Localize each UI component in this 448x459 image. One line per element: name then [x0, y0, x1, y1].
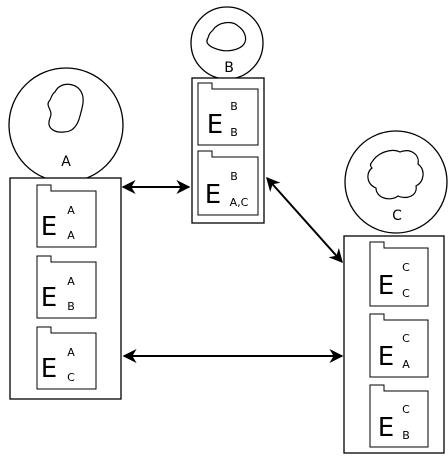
- node-a-label: A: [61, 154, 71, 170]
- store-superscript: C: [402, 261, 410, 274]
- store-letter: E: [378, 271, 394, 301]
- node-a: A E A A E A B E A C: [8, 67, 124, 400]
- store-letter: E: [378, 413, 394, 443]
- store-superscript: A: [67, 204, 75, 217]
- store-superscript: A: [67, 275, 75, 288]
- node-c-region-shape: [367, 149, 424, 200]
- store-subscript: C: [67, 371, 75, 384]
- store-subscript: B: [402, 429, 410, 442]
- store-folder-icon: [36, 184, 97, 248]
- store-folder-icon: [197, 82, 259, 146]
- store-subscript: B: [230, 126, 238, 139]
- store-folder-icon: [36, 255, 97, 319]
- node-b-label: B: [224, 60, 234, 76]
- store-letter: E: [378, 342, 394, 372]
- store-folder-icon: [369, 241, 429, 307]
- store-letter: E: [207, 110, 223, 140]
- store-superscript: B: [230, 100, 238, 113]
- store-letter: E: [41, 283, 57, 313]
- node-a-region-shape: [47, 83, 84, 133]
- store-subscript: B: [67, 300, 75, 313]
- store-folder-icon: [369, 313, 429, 378]
- store-folder-icon: [369, 384, 429, 448]
- store-letter: E: [41, 354, 57, 384]
- store-a-3: E A C: [36, 326, 97, 390]
- store-subscript: A,C: [230, 196, 249, 209]
- store-c-1: E C C: [369, 241, 429, 307]
- store-letter: E: [41, 212, 57, 242]
- store-a-2: E A B: [36, 255, 97, 319]
- store-superscript: C: [402, 332, 410, 345]
- store-c-3: E C B: [369, 384, 429, 448]
- node-b: B E B B E B A,C: [190, 6, 265, 224]
- store-b-2: E B A,C: [197, 150, 259, 216]
- store-c-2: E C A: [369, 313, 429, 378]
- store-superscript: C: [402, 403, 410, 416]
- store-a-1: E A A: [36, 184, 97, 248]
- store-superscript: A: [67, 346, 75, 359]
- connection-b-c-arrow: [266, 176, 343, 264]
- node-c: C E C C E C A E C B: [343, 130, 448, 454]
- store-b-1: E B B: [197, 82, 259, 146]
- store-subscript: C: [402, 287, 410, 300]
- store-superscript: B: [230, 170, 238, 183]
- store-letter: E: [205, 180, 221, 210]
- store-folder-icon: [197, 150, 259, 216]
- store-folder-icon: [36, 326, 97, 390]
- store-subscript: A: [67, 229, 75, 242]
- node-c-label: C: [392, 208, 402, 224]
- store-subscript: A: [402, 358, 410, 371]
- node-b-region-shape: [206, 21, 247, 52]
